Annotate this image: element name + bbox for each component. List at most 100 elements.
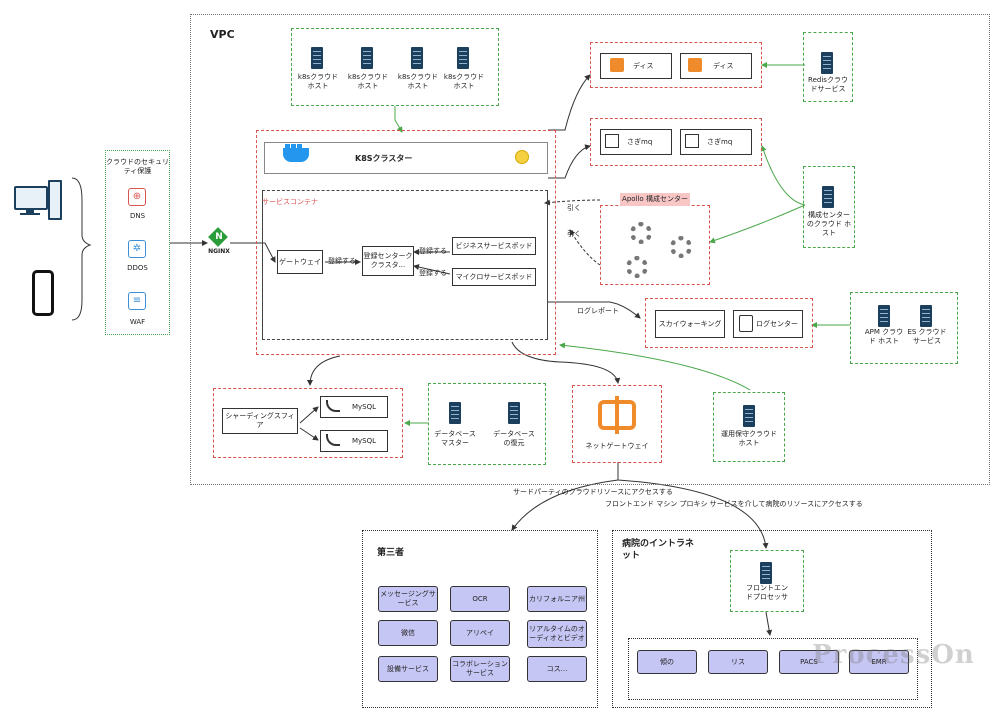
k8s-host-label: k8sクラウドホスト (347, 73, 389, 90)
netgateway-label: ネットゲートウェイ (585, 442, 649, 450)
third-party-service[interactable]: 微信 (378, 620, 438, 646)
gateway-node[interactable]: ゲートウェイ (277, 250, 323, 274)
third-party-service[interactable]: 設備サービス (378, 656, 438, 682)
db-backup-label: データベースの復元 (493, 430, 535, 447)
apm-host-label: APM クラウド ホスト (864, 328, 904, 345)
hospital-system[interactable]: EMR (849, 650, 909, 674)
redis-group (590, 42, 762, 88)
k8s-host-group (291, 28, 499, 106)
third-party-service[interactable]: メッセージングサービス (378, 586, 438, 612)
log-report-label: ログレポート (577, 307, 619, 315)
third-party-service[interactable]: コス... (527, 656, 587, 682)
register-center-node[interactable]: 登録センターククラスタ... (362, 246, 414, 276)
nginx-label: NGINX (208, 248, 230, 255)
hospital-system[interactable]: PACS (779, 650, 839, 674)
service-container-label: サービスコンテナ (262, 198, 318, 206)
hospital-system[interactable]: リス (708, 650, 768, 674)
vpc-boundary (190, 14, 990, 485)
pull-label: 引く (567, 204, 581, 212)
pull-label: 引く (567, 230, 581, 238)
k8s-host-label: k8sクラウドホスト (443, 73, 485, 90)
third-party-service[interactable]: コラボレーションサービス (450, 656, 510, 682)
third-party-group (362, 530, 598, 708)
sun-icon (515, 150, 529, 164)
mq-group (590, 118, 762, 166)
mq-icon (605, 134, 619, 148)
sharding-node[interactable]: シャーディングスフィア (222, 408, 298, 434)
server-icon (311, 47, 323, 69)
business-pod-node[interactable]: ビジネスサービスポッド (452, 237, 536, 255)
server-icon (508, 402, 520, 424)
redis-icon (688, 58, 702, 72)
skywalking-node[interactable]: スカイウォーキング (655, 310, 725, 338)
redis-host-label: Redisクラウドサービス (808, 76, 848, 93)
apollo-title: Apollo 構成センター (620, 193, 690, 206)
k8s-host-label: k8sクラウドホスト (297, 73, 339, 90)
security-title: クラウドのセキュリティ保護 (106, 158, 169, 175)
micro-pod-node[interactable]: マイクロサービスポッド (452, 268, 536, 286)
netgateway-group (572, 385, 662, 463)
hospital-title: 病院のイントラネット (622, 539, 695, 561)
frontend-label: フロントエンドプロセッサ (746, 584, 788, 601)
third-party-service[interactable]: アリペイ (450, 620, 510, 646)
server-icon (878, 305, 890, 327)
hospital-system[interactable]: 傾の (637, 650, 697, 674)
watermark: ProcessOn (812, 640, 975, 670)
gear-icon (626, 256, 648, 278)
third-party-service[interactable]: リアルタイムのオーディオとビデオ (527, 620, 587, 648)
mysql-dolphin-icon (326, 400, 340, 412)
server-icon (822, 186, 834, 208)
register-edge-label: 登録する (328, 257, 356, 265)
k8s-host-label: k8sクラウドホスト (397, 73, 439, 90)
service-container (262, 190, 548, 340)
third-party-service[interactable]: OCR (450, 586, 510, 612)
es-host-label: ES クラウド サービス (907, 328, 947, 345)
third-party-service[interactable]: カリフォルニア州 (527, 586, 587, 612)
mysql-dolphin-icon (326, 434, 340, 446)
docker-icon (283, 148, 309, 162)
mq-node[interactable]: さぎmq (600, 129, 672, 155)
log-host-group (850, 292, 958, 364)
desktop-computer-icon (14, 180, 62, 220)
k8s-cluster-boundary (256, 130, 556, 355)
ops-host-label: 運用保守クラウドホスト (721, 430, 777, 447)
waf-icon: ≡ (128, 292, 146, 310)
security-panel (105, 150, 170, 335)
k8s-cluster-label: K8Sクラスター (355, 154, 413, 163)
waf-label: WAF (129, 318, 146, 326)
server-icon (449, 402, 461, 424)
server-icon (821, 52, 833, 74)
config-host-group (803, 166, 855, 248)
hospital-edge-label: フロントエンド マシン プロキシ サービスを介して病院のリソースにアクセスする (605, 500, 863, 508)
server-icon (743, 405, 755, 427)
k8s-cluster-header (264, 142, 548, 174)
db-master-label: データベースマスター (434, 430, 476, 447)
gear-icon (670, 236, 692, 258)
dns-icon: ⊕ (128, 188, 146, 206)
redis-host-group (803, 32, 853, 102)
ddos-label: DDOS (127, 264, 148, 272)
server-icon (361, 47, 373, 69)
register-edge-label: 登録する (419, 247, 447, 255)
register-edge-label: 登録する (419, 269, 447, 277)
log-center-node[interactable]: ログセンター (733, 310, 803, 338)
server-icon (920, 305, 932, 327)
hospital-systems-group (628, 638, 918, 700)
mq-icon (685, 134, 699, 148)
server-icon (457, 47, 469, 69)
gear-icon (630, 222, 652, 244)
redis-icon (610, 58, 624, 72)
third-party-edge-label: サードパーティのクラウドリソースにアクセスする (513, 488, 673, 496)
mq-node[interactable]: さぎmq (680, 129, 752, 155)
dns-label: DNS (129, 212, 146, 220)
config-host-label: 構成センターのクラウド ホスト (806, 211, 852, 237)
hospital-group (612, 530, 932, 708)
log-group (645, 298, 813, 348)
db-host-group (428, 383, 546, 465)
server-icon (760, 562, 772, 584)
ddos-icon: ✲ (128, 240, 146, 258)
third-party-title: 第三者 (377, 548, 405, 558)
apollo-group (600, 205, 710, 285)
frontend-group (730, 550, 804, 612)
